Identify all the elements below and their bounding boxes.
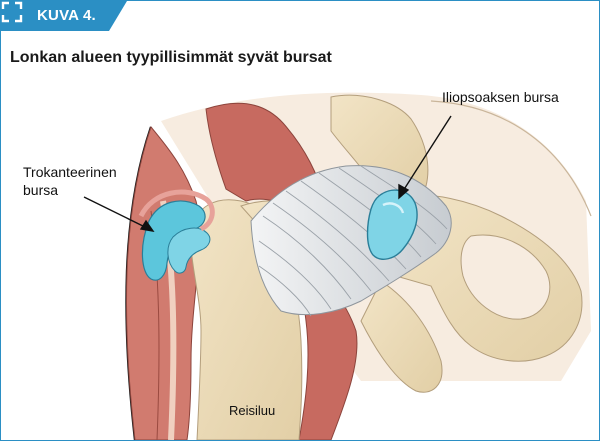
ischium-bone <box>360 280 443 393</box>
trochanteric-bursa-inner <box>167 227 211 274</box>
iliopsoas-bursa <box>366 189 418 260</box>
figure-number: KUVA 4. <box>37 7 96 24</box>
skin-outline-right <box>430 100 592 217</box>
label-trochanteric-line1: Trokanteerinen <box>23 164 117 180</box>
frame-corners-icon <box>1 1 23 23</box>
ligament-fibers <box>258 165 448 317</box>
figure-title: Lonkan alueen tyypillisimmät syvät bursa… <box>10 49 332 66</box>
pointer-arrows <box>83 115 452 232</box>
label-iliopsoas-bursa: Iliopsoaksen bursa <box>442 89 559 105</box>
bursa-sheath <box>138 189 215 232</box>
ilium-bone <box>330 94 429 197</box>
label-trochanteric-line2: bursa <box>23 182 59 198</box>
label-femur: Reisiluu <box>229 403 276 418</box>
figure-tag: KUVA 4. <box>1 1 151 31</box>
iliopsoas-bursa-highlight <box>382 202 405 214</box>
obturator-hole <box>460 234 551 320</box>
